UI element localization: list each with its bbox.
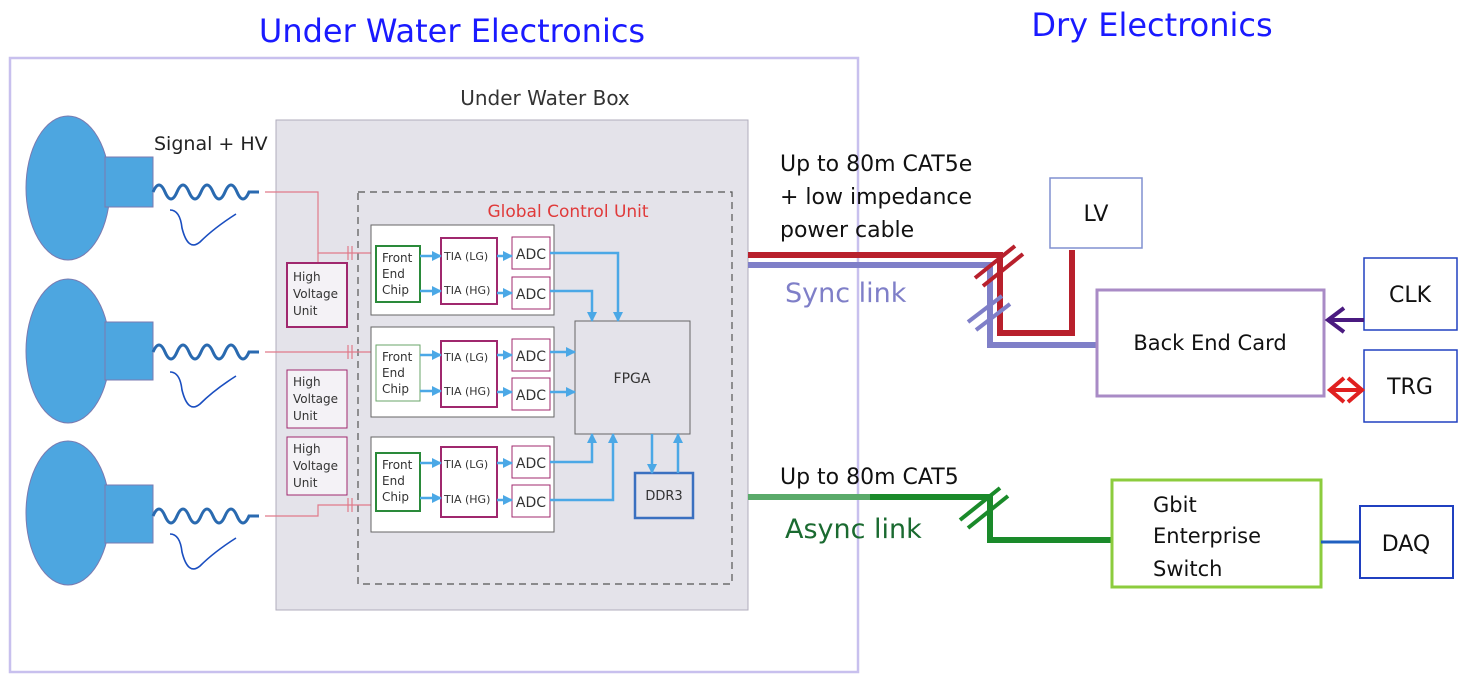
lv-box: LV: [1049, 177, 1143, 249]
svg-text:LV: LV: [1084, 202, 1109, 227]
arrow-adc3a-fpga: [550, 433, 597, 464]
clk-arrow: [1324, 306, 1364, 334]
svg-text:TIA (HG): TIA (HG): [443, 493, 490, 506]
arrow-adc1a-fpga: [550, 251, 623, 322]
coil-2: [151, 343, 259, 361]
daq-box: DAQ: [1359, 505, 1454, 579]
gcu-box: [357, 191, 733, 585]
svg-text:ADC: ADC: [516, 388, 546, 404]
back-end-card: Back End Card: [1095, 288, 1326, 398]
pmt-2: [25, 278, 154, 424]
tia-block-1: TIA (LG) TIA (HG): [440, 237, 498, 305]
pulse-3: [169, 533, 237, 570]
pmt-1: [25, 115, 154, 261]
tia-block-2: TIA (LG) TIA (HG): [440, 340, 498, 408]
coil-3: [151, 507, 259, 525]
tia-block-3: TIA (LG) TIA (HG): [440, 446, 498, 518]
svg-text:TIA (LG): TIA (LG): [443, 458, 488, 471]
svg-text:CLK: CLK: [1389, 283, 1432, 308]
pmt-3: [25, 440, 154, 586]
svg-text:TIA (LG): TIA (LG): [443, 250, 488, 263]
coil-1: [151, 183, 259, 201]
svg-text:TRG: TRG: [1386, 375, 1433, 400]
adc-2a: ADC: [511, 338, 551, 372]
gcu-label: Global Control Unit: [487, 202, 648, 222]
svg-text:ADC: ADC: [516, 495, 546, 511]
svg-text:Gbit Enterprise Sw: Gbit Enterprise Switch: [1153, 493, 1268, 581]
pulse-2: [169, 371, 237, 408]
svg-text:DAQ: DAQ: [1382, 532, 1431, 557]
arrow-adc1b-fpga: [550, 289, 597, 322]
svg-text:Back End Card: Back End Card: [1133, 331, 1286, 355]
svg-text:DDR3: DDR3: [645, 489, 682, 504]
adc-2b: ADC: [511, 377, 551, 411]
svg-text:ADC: ADC: [516, 456, 546, 472]
title-under-water: Under Water Electronics: [259, 12, 645, 50]
cable-bottom-label: Up to 80m CAT5: [780, 465, 959, 490]
svg-text:ADC: ADC: [516, 349, 546, 365]
title-dry: Dry Electronics: [1031, 6, 1272, 44]
async-link-label: Async link: [785, 514, 922, 545]
trg-box: TRG: [1363, 349, 1458, 423]
adc-1b: ADC: [511, 276, 551, 310]
signal-hv-label: Signal + HV: [154, 133, 268, 155]
fpga-block: FPGA: [574, 320, 691, 435]
svg-text:FPGA: FPGA: [614, 371, 651, 387]
arrow-adc3b-fpga: [550, 433, 618, 502]
svg-text:ADC: ADC: [516, 287, 546, 303]
cable-top-label: Up to 80m CAT5e + low impedance power ca…: [780, 152, 979, 243]
svg-text:TIA (HG): TIA (HG): [443, 284, 490, 297]
svg-text:TIA (LG): TIA (LG): [443, 351, 488, 364]
svg-text:TIA (HG): TIA (HG): [443, 385, 490, 398]
under-water-box-label: Under Water Box: [460, 86, 630, 110]
trg-arrow: [1326, 376, 1366, 404]
gbit-switch: Gbit Enterprise Switch: [1110, 478, 1323, 589]
adc-3b: ADC: [511, 484, 551, 518]
ddr3-block: DDR3: [633, 471, 695, 520]
svg-text:ADC: ADC: [516, 247, 546, 263]
adc-3a: ADC: [511, 445, 551, 479]
power-cable: [748, 250, 1075, 336]
sync-link-label: Sync link: [785, 278, 907, 309]
adc-1a: ADC: [511, 236, 551, 270]
pulse-1: [169, 209, 237, 246]
clk-box: CLK: [1363, 257, 1458, 331]
